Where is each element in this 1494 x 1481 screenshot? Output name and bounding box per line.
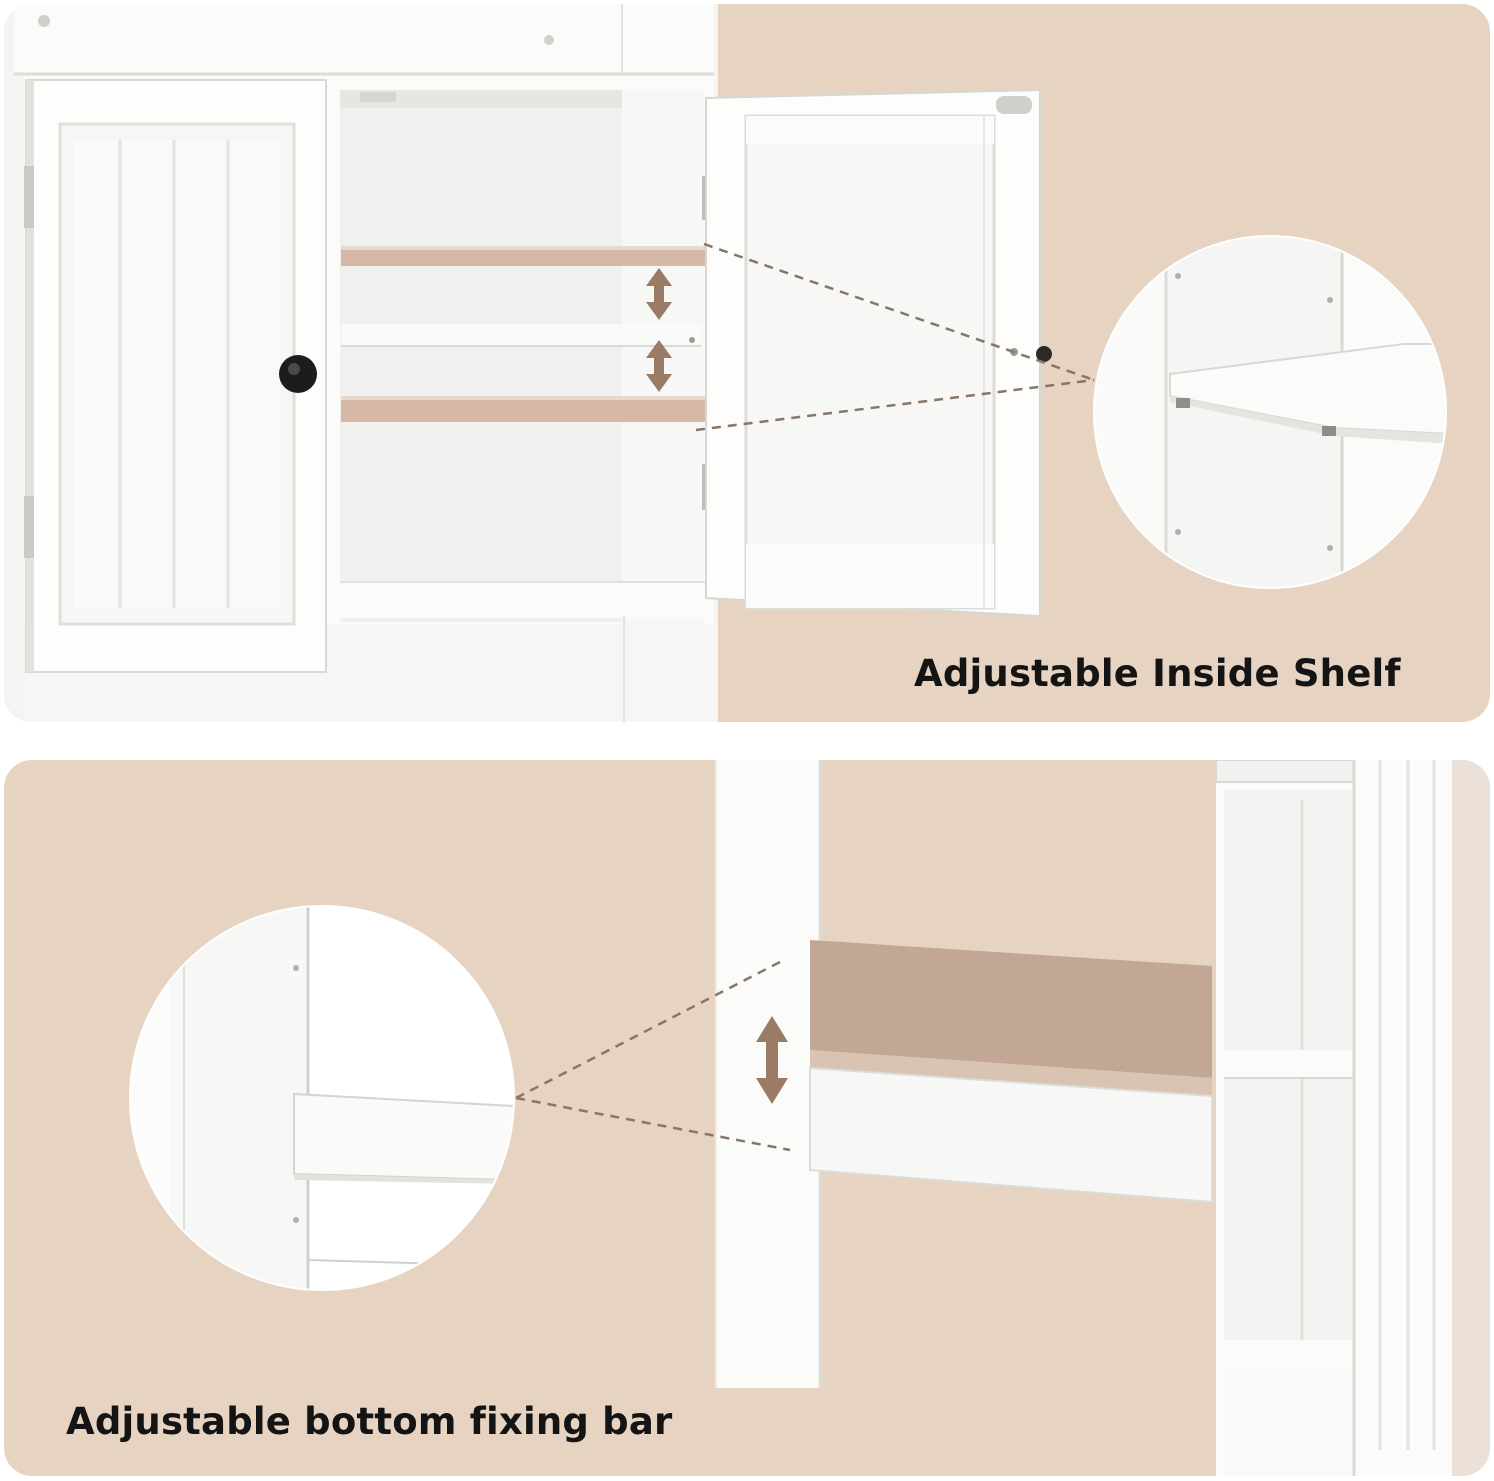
callout-leader-lines bbox=[515, 960, 791, 1152]
adjustable-shelf-bottom bbox=[341, 396, 706, 422]
side-storage-tower bbox=[1215, 760, 1490, 1476]
door-knob-icon bbox=[279, 355, 317, 393]
cabinet-top-board bbox=[14, 4, 714, 74]
shelf-pin-icon bbox=[1176, 398, 1190, 408]
adjust-arrow-icon bbox=[756, 1016, 788, 1104]
right-door bbox=[705, 88, 1052, 618]
adjust-arrow-icon bbox=[646, 268, 672, 392]
fixed-middle-shelf bbox=[341, 324, 701, 346]
shelf-pin-icon bbox=[1322, 426, 1336, 436]
bottom-panel-fixing-bar: Adjustable bottom fixing bar bbox=[4, 760, 1490, 1476]
cabinet-interior bbox=[340, 90, 626, 622]
shelf-pin-zoom-circle bbox=[1094, 236, 1446, 588]
callout-leader-lines bbox=[695, 242, 1095, 432]
bottom-frame-illustration bbox=[4, 760, 1490, 1476]
top-cabinet-illustration bbox=[4, 4, 1490, 722]
fixed-bottom-shelf bbox=[340, 582, 710, 618]
caption-adjustable-inside-shelf: Adjustable Inside Shelf bbox=[914, 652, 1401, 695]
left-door bbox=[24, 79, 327, 673]
fixing-bar-zoom-circle bbox=[130, 906, 514, 1290]
adjustable-shelf-top bbox=[341, 246, 706, 266]
top-panel-adjustable-shelf: Adjustable Inside Shelf bbox=[4, 4, 1490, 722]
fixing-bar bbox=[809, 940, 1213, 1204]
caption-adjustable-bottom-fixing-bar: Adjustable bottom fixing bar bbox=[66, 1400, 673, 1443]
